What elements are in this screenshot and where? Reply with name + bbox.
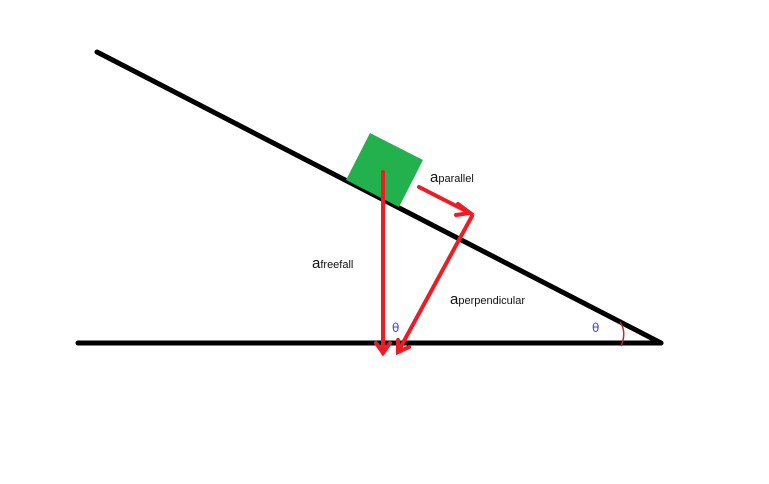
parallel-arrow — [417, 185, 476, 217]
theta-left-label: θ — [392, 321, 399, 335]
a-perpendicular-label: aperpendicular — [450, 291, 525, 308]
block — [346, 133, 423, 207]
theta-right-label: θ — [592, 321, 599, 335]
perpendicular-arrow — [396, 214, 474, 356]
a-freefall-label: afreefall — [312, 255, 353, 272]
freefall-arrow — [374, 170, 392, 357]
a-parallel-label: aparallel — [430, 169, 474, 186]
angle-arc — [619, 321, 625, 347]
incline-line — [94, 49, 664, 346]
